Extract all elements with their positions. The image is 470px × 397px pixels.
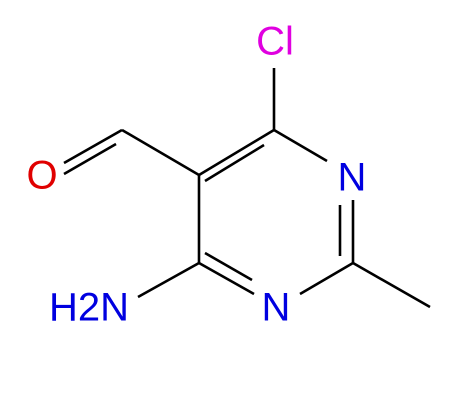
bond-n3-c4-inner [204,251,253,282]
bond-c6-n1 [273,128,328,163]
bond-c2-methyl [352,261,431,309]
oxygen-atom-label: O [26,154,57,198]
amino-group-label: H2N [49,286,129,330]
bond-c6-c5 [198,128,275,177]
chlorine-atom-label: Cl [256,20,294,64]
bond-n3-c4 [198,261,255,296]
bond-cho-o [63,128,123,165]
ring-nitrogen-top-label: N [338,156,367,200]
bond-c2-n3 [299,261,354,296]
bond-c5-cho [121,128,200,177]
bond-c6-c5-inner [204,143,265,183]
bond-c4-nh2 [137,261,200,299]
ring-nitrogen-bottom-label: N [262,286,291,330]
bond-cho-o-inner [63,142,117,176]
